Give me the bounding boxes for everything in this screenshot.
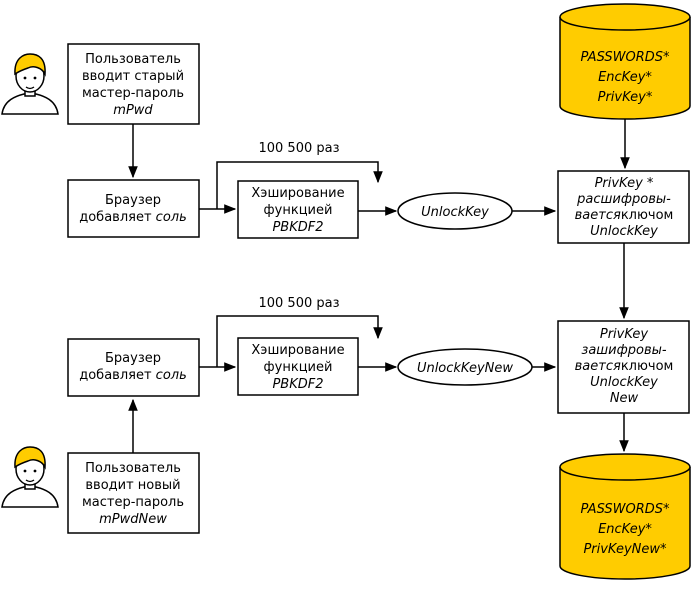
top-unlock-key: UnlockKey — [397, 192, 513, 230]
bottom-salt-prefix: добавляет — [79, 368, 152, 383]
decrypt-line4: UnlockKey — [590, 224, 658, 239]
encrypt-line1: PrivKey — [600, 327, 649, 342]
decrypt-line3: ваетсяключом — [575, 208, 674, 223]
top-salt-box: Браузер добавляет соль — [67, 179, 200, 238]
top-db-line1: PASSWORDS* — [580, 50, 670, 65]
top-salt-line2: добавляет соль — [79, 210, 187, 225]
decrypt-line3-em: вается — [575, 208, 621, 223]
bottom-user-line2: вводит новый — [85, 478, 180, 493]
decrypt-line3-rest: ключом — [621, 208, 674, 223]
bottom-user-line1: Пользователь — [85, 461, 181, 476]
bottom-user-avatar-icon — [1, 446, 59, 508]
bottom-salt-em: соль — [156, 368, 187, 383]
bottom-hash-line1: Хэширование — [251, 343, 344, 358]
encrypt-line3-em: вается — [575, 359, 621, 374]
top-salt-line1: Браузер — [105, 193, 161, 208]
top-salt-prefix: добавляет — [79, 210, 152, 225]
encrypt-box: PrivKey зашифровы- ваетсяключом UnlockKe… — [557, 320, 690, 414]
top-user-line2: вводит старый — [82, 69, 184, 84]
decrypt-box: PrivKey * расшифровы- ваетсяключом Unloc… — [557, 170, 690, 244]
top-user-box: Пользователь вводит старый мастер-пароль… — [67, 43, 200, 125]
encrypt-line3: ваетсяключом — [575, 359, 674, 374]
encrypt-line3-rest: ключом — [621, 359, 674, 374]
top-db-line3: PrivKey* — [598, 90, 653, 105]
top-db-cylinder: PASSWORDS* EncKey* PrivKey* — [559, 3, 691, 120]
bottom-key-label: UnlockKeyNew — [417, 361, 513, 376]
bottom-salt-box: Браузер добавляет соль — [67, 338, 200, 397]
bottom-db-cylinder: PASSWORDS* EncKey* PrivKeyNew* — [559, 453, 691, 580]
decrypt-line1: PrivKey * — [595, 176, 654, 191]
encrypt-line5: New — [610, 391, 639, 406]
top-hash-line3: PBKDF2 — [272, 220, 323, 235]
bottom-unlock-key-new: UnlockKeyNew — [397, 348, 533, 386]
top-user-line4: mPwd — [113, 103, 153, 118]
bottom-hash-line2: функцией — [264, 360, 333, 375]
bottom-hash-box: Хэширование функцией PBKDF2 — [237, 337, 359, 396]
top-hash-line2: функцией — [264, 203, 333, 218]
top-db-line2: EncKey* — [598, 70, 652, 85]
top-hash-line1: Хэширование — [251, 186, 344, 201]
bottom-db-line2: EncKey* — [598, 522, 652, 537]
top-user-avatar-icon — [1, 53, 59, 115]
bottom-user-box: Пользователь вводит новый мастер-пароль … — [67, 452, 200, 534]
top-loop-label: 100 500 раз — [258, 141, 339, 156]
decrypt-line2: расшифровы- — [576, 192, 671, 207]
bottom-db-line3: PrivKeyNew* — [583, 542, 667, 557]
bottom-db-line1: PASSWORDS* — [580, 502, 670, 517]
top-loop-line — [216, 161, 383, 209]
bottom-loop-line — [216, 315, 383, 367]
bottom-user-line4: mPwdNew — [99, 512, 167, 527]
bottom-user-line3: мастер-пароль — [82, 495, 184, 510]
encrypt-line4: UnlockKey — [590, 375, 658, 390]
top-key-label: UnlockKey — [421, 205, 489, 220]
bottom-loop-label: 100 500 раз — [258, 296, 339, 311]
encrypt-line2: зашифровы- — [581, 343, 666, 358]
bottom-salt-line2: добавляет соль — [79, 368, 187, 383]
top-user-line3: мастер-пароль — [82, 86, 184, 101]
bottom-salt-line1: Браузер — [105, 351, 161, 366]
top-hash-box: Хэширование функцией PBKDF2 — [237, 180, 359, 239]
bottom-hash-line3: PBKDF2 — [272, 377, 323, 392]
top-user-line1: Пользователь — [85, 52, 181, 67]
top-salt-em: соль — [156, 210, 187, 225]
